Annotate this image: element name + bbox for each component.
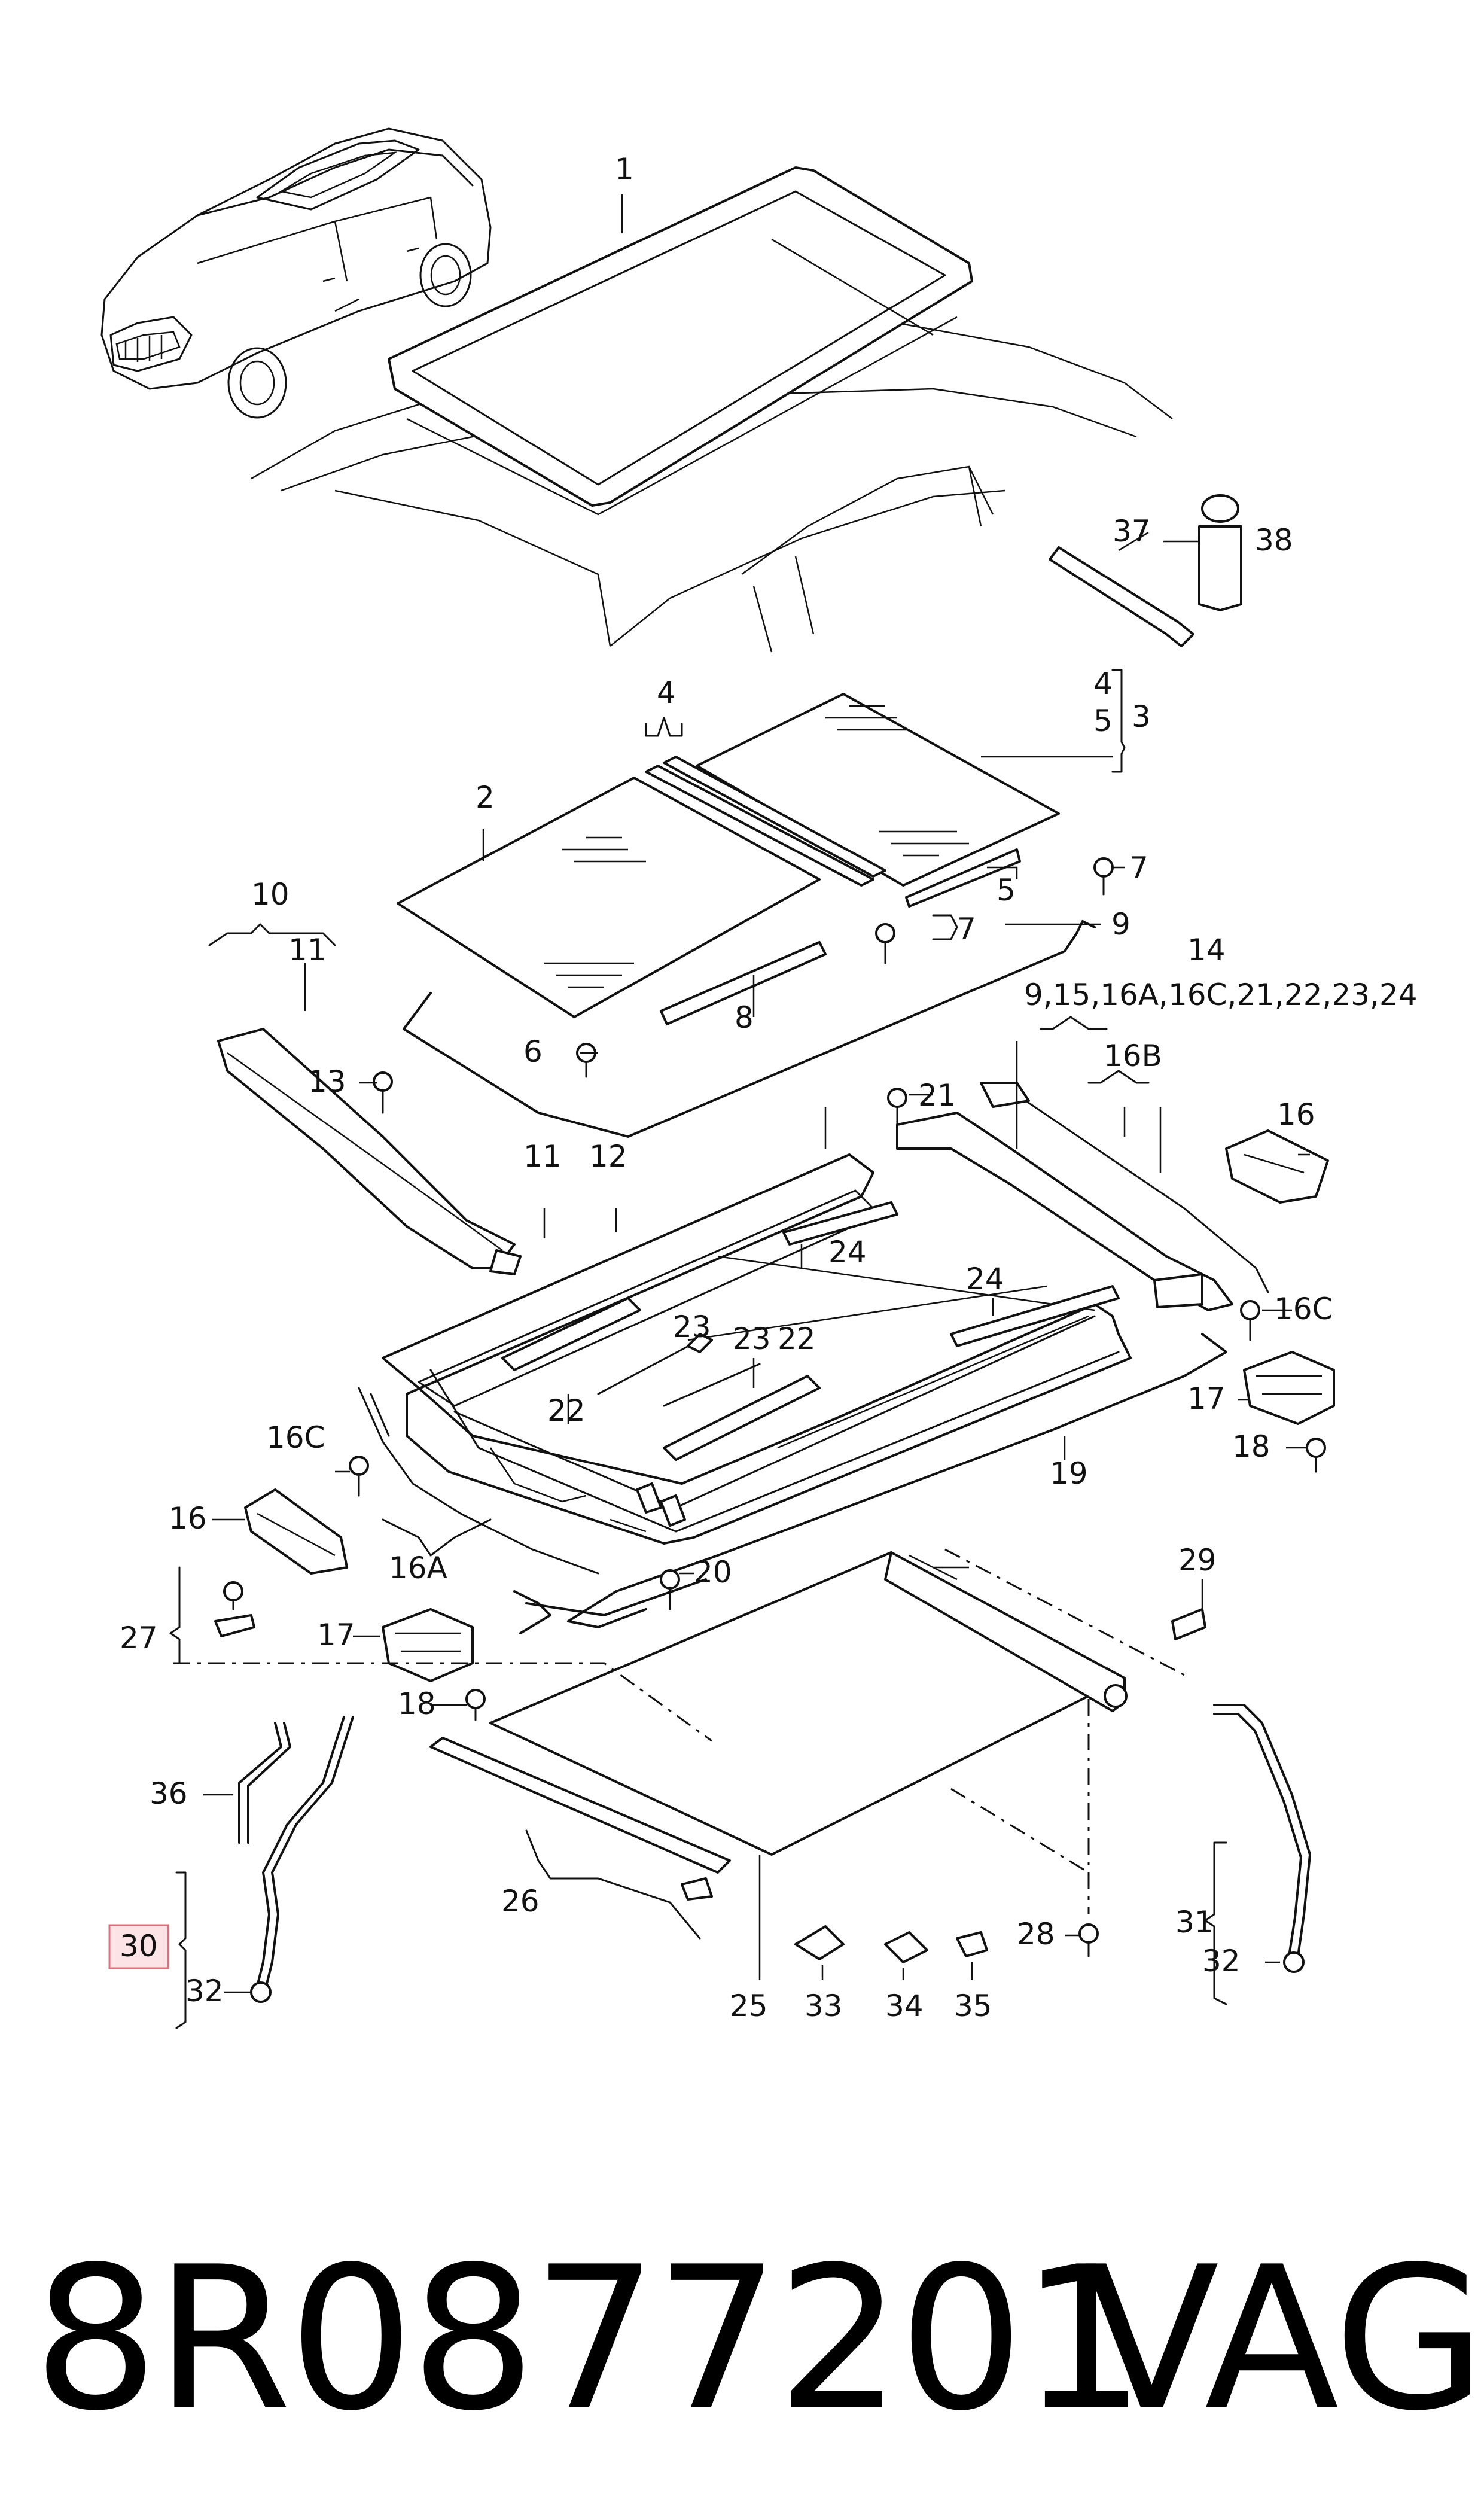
callout-32-right: 32 — [1202, 1944, 1241, 1978]
callout-35: 35 — [954, 1989, 992, 2023]
callout-16A: 16A — [389, 1551, 447, 1585]
callout-34: 34 — [885, 1989, 924, 2023]
callout-4-right: 4 — [1093, 666, 1113, 701]
callout-4-top: 4 — [657, 675, 676, 710]
callout-13: 13 — [308, 1064, 346, 1099]
bracket-27 — [214, 1614, 255, 1637]
grouping-brackets — [169, 669, 1227, 2029]
part-number: 8R0877201 — [33, 2224, 1146, 2454]
callout-18-right: 18 — [1232, 1429, 1270, 1464]
callout-11-top: 11 — [288, 933, 327, 967]
sunshade-bar-26 — [429, 1737, 731, 1901]
callout-16-right: 16 — [1277, 1097, 1315, 1132]
seal-strips — [645, 756, 1021, 1025]
callout-14: 14 — [1187, 933, 1226, 967]
callout-38: 38 — [1255, 523, 1293, 558]
callout-19: 19 — [1050, 1456, 1088, 1491]
callout-labels: 1 2 3 4 4 5 5 6 7 7 8 9 10 11 11 12 13 1… — [120, 152, 1418, 2023]
callout-26: 26 — [501, 1884, 540, 1919]
drive-cables — [513, 1333, 1227, 1634]
callout-25: 25 — [730, 1989, 768, 2023]
callout-37: 37 — [1113, 514, 1151, 549]
callout-16B: 16B — [1104, 1039, 1162, 1073]
callout-16C-left: 16C — [266, 1420, 325, 1455]
callout-30: 30 — [120, 1929, 158, 1963]
car-thumbnail — [100, 127, 492, 419]
left-trim — [358, 1387, 599, 1575]
wind-deflector — [217, 1028, 522, 1275]
callout-22-left: 22 — [547, 1393, 586, 1428]
callout-12: 12 — [589, 1139, 627, 1174]
callout-5-right: 5 — [1093, 704, 1113, 738]
callout-20: 20 — [694, 1555, 732, 1590]
callout-21: 21 — [918, 1078, 956, 1113]
motor-left — [382, 1608, 474, 1682]
exploded-parts-diagram: 1 2 3 4 4 5 5 6 7 7 8 9 10 11 11 12 13 1… — [100, 127, 1418, 2029]
callout-3: 3 — [1132, 699, 1151, 734]
callout-16-left: 16 — [169, 1501, 207, 1536]
callout-31: 31 — [1175, 1905, 1214, 1940]
callout-32-left: 32 — [185, 1974, 224, 2008]
callout-17-right: 17 — [1187, 1381, 1226, 1416]
drain-hose-left — [250, 1716, 354, 2003]
callout-33: 33 — [805, 1989, 843, 2023]
clips — [794, 1925, 988, 1963]
tube-grease — [1049, 546, 1194, 647]
callout-10: 10 — [251, 877, 290, 912]
callout-30-highlight — [108, 1924, 169, 1969]
callout-23-left: 23 — [673, 1310, 711, 1344]
brand-label: VAG — [1084, 2224, 1484, 2454]
callout-18-left: 18 — [398, 1686, 436, 1721]
callout-9: 9 — [1111, 907, 1130, 942]
callout-14-subparts: 9,15,16A,16C,21,22,23,24 — [1024, 978, 1418, 1012]
callout-11-bottom: 11 — [523, 1139, 562, 1174]
callout-7-upper: 7 — [1129, 851, 1148, 885]
bottle-cleaner — [1198, 494, 1242, 611]
drain-hose-right — [1213, 1704, 1311, 1973]
glass-panel-rear — [397, 777, 821, 1018]
sunroof-main-frame — [382, 1153, 1132, 1545]
footer: 8R0877201 VAG — [0, 2213, 1484, 2465]
motor-right — [1243, 1351, 1335, 1425]
callout-24-top: 24 — [828, 1235, 867, 1269]
callout-28: 28 — [1017, 1917, 1055, 1951]
dash-lines — [173, 1548, 1185, 1914]
callout-17-left: 17 — [317, 1618, 355, 1652]
callout-16C-right: 16C — [1274, 1292, 1333, 1326]
callout-29: 29 — [1178, 1543, 1217, 1578]
callout-23-right: 23 — [733, 1322, 771, 1356]
callout-6: 6 — [523, 1034, 543, 1069]
bracket-right — [1225, 1129, 1329, 1204]
roof-frame-seal — [388, 166, 973, 516]
callout-7-lower: 7 — [957, 912, 976, 946]
callout-24-right: 24 — [966, 1262, 1004, 1296]
sunshade — [489, 1551, 1128, 1856]
leader-lines — [203, 194, 1310, 1993]
side-rail-assembly — [896, 1082, 1269, 1311]
callout-1: 1 — [615, 152, 634, 187]
callout-2: 2 — [476, 780, 495, 815]
bracket-left — [244, 1488, 348, 1575]
callout-22-right: 22 — [778, 1322, 816, 1356]
callout-8: 8 — [735, 1000, 754, 1035]
drain-hose-short — [238, 1722, 291, 1844]
callout-36: 36 — [150, 1776, 188, 1811]
callout-27: 27 — [120, 1621, 158, 1655]
callout-5: 5 — [997, 873, 1016, 908]
guide-rails — [501, 1201, 1120, 1461]
